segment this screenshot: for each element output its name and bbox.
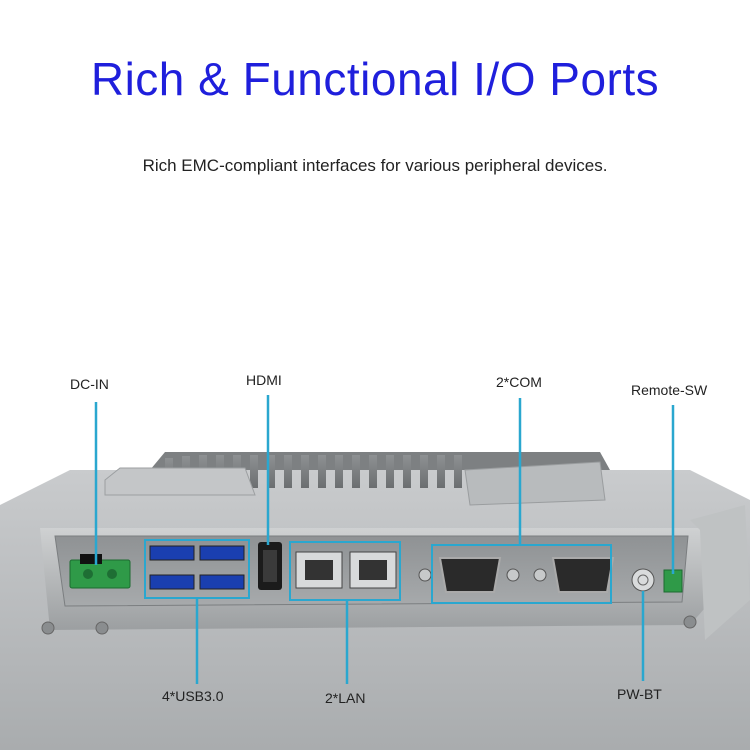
cover-plate-right — [464, 461, 606, 506]
lan-label: 2*LAN — [325, 690, 366, 706]
lan-callout-box — [289, 541, 401, 601]
cover-plate-left — [104, 467, 256, 496]
lan-ports — [295, 551, 397, 589]
hdmi-port — [258, 542, 282, 590]
mount-screw-right — [683, 615, 697, 629]
com-label: 2*COM — [496, 374, 542, 390]
right-bracket — [690, 505, 750, 640]
com-ports — [418, 557, 615, 593]
heatsink-base — [150, 452, 610, 470]
page-subtitle: Rich EMC-compliant interfaces for variou… — [142, 156, 608, 175]
power-button — [631, 568, 655, 592]
com-callout-box — [431, 544, 612, 604]
usb-ports — [149, 545, 245, 590]
mount-screw-mid — [95, 621, 109, 635]
callout-lines — [94, 395, 675, 684]
page-title: Rich & Functional I/O Ports — [90, 53, 660, 105]
dc-in-label: DC-IN — [70, 376, 109, 392]
mount-screw-left — [41, 621, 55, 635]
hdmi-label: HDMI — [246, 372, 282, 388]
pw-bt-label: PW-BT — [617, 686, 662, 702]
dc-in-connector — [69, 554, 131, 589]
remote-sw-label: Remote-SW — [631, 382, 708, 398]
usb-label: 4*USB3.0 — [162, 688, 224, 704]
